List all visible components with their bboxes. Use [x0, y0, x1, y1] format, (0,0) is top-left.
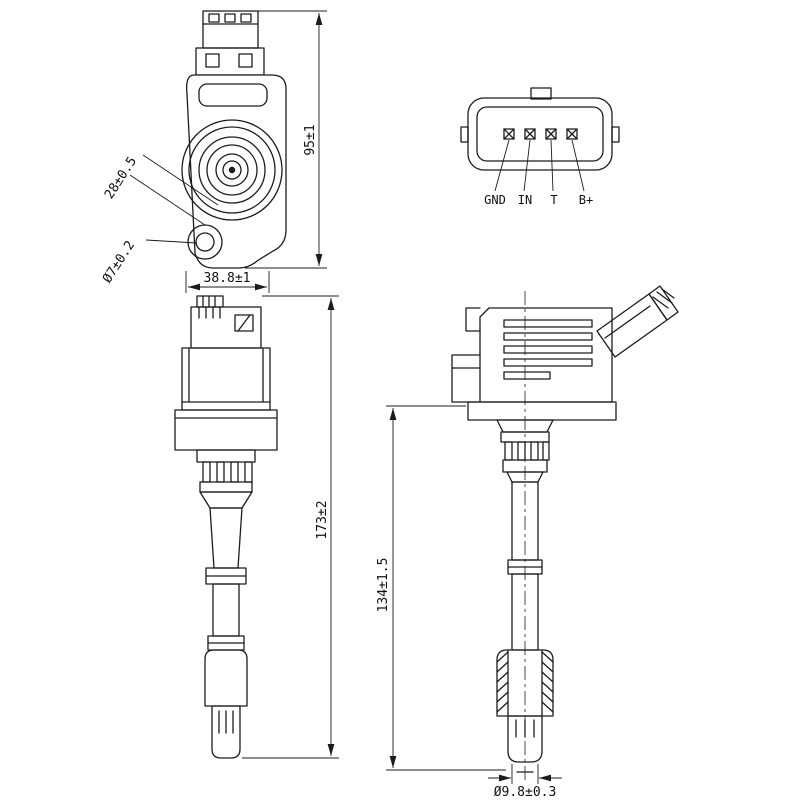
connector-side-latch-right — [611, 126, 620, 143]
top-view-coil-tower-circles — [181, 119, 283, 221]
dim-label-9-8: Ø9.8±0.3 — [494, 785, 557, 800]
front-boot — [204, 649, 248, 759]
front-connector — [190, 295, 262, 349]
side-flange — [467, 401, 617, 433]
side-connector-angled — [596, 285, 679, 358]
side-view: 134±1.5 Ø9.8±0.3 — [376, 285, 679, 800]
pin-bplus — [566, 128, 578, 140]
side-spring-section — [500, 431, 550, 483]
top-view: 95±1 38.8±1 28±0.5 Ø7±0.2 — [100, 10, 327, 293]
dim-label-134: 134±1.5 — [376, 558, 391, 613]
connector-shell-outer — [467, 97, 613, 171]
side-boot — [496, 649, 554, 773]
connector-shell-inner — [476, 106, 604, 162]
dimension-height-95: 95±1 — [245, 10, 327, 269]
top-view-connector — [195, 10, 265, 76]
pin-in — [524, 128, 536, 140]
pin-label-in: IN — [518, 193, 532, 207]
pin-label-gnd: GND — [484, 193, 506, 207]
dimension-tip-diameter: Ø9.8±0.3 — [488, 764, 562, 800]
dim-label-95: 95±1 — [303, 124, 318, 155]
dimension-height-173: 173±2 — [242, 295, 339, 759]
front-shaft — [205, 507, 247, 651]
front-flange — [174, 409, 278, 451]
dimension-height-134: 134±1.5 — [376, 405, 506, 771]
dim-label-173: 173±2 — [315, 500, 330, 539]
connector-side-latch-left — [460, 126, 469, 143]
dim-label-38-8: 38.8±1 — [204, 271, 251, 286]
top-view-mount-hole — [195, 232, 215, 252]
top-view-body — [186, 74, 287, 269]
pin-t — [545, 128, 557, 140]
front-view: 173±2 — [174, 295, 339, 759]
top-view-slot — [198, 83, 268, 107]
dim-label-7: Ø7±0.2 — [100, 238, 138, 286]
dimension-hole-7: Ø7±0.2 — [100, 238, 198, 286]
pin-label-bplus: B+ — [579, 193, 593, 207]
side-mount-bracket — [451, 307, 481, 403]
connector-pinout-view: GND IN T B+ — [460, 87, 620, 207]
connector-key-tab — [530, 87, 552, 100]
front-spring-section — [196, 449, 256, 509]
dimension-width-38-8: 38.8±1 — [185, 271, 270, 293]
pin-gnd — [503, 128, 515, 140]
side-body — [479, 307, 613, 403]
pin-label-t: T — [550, 193, 557, 207]
front-body — [181, 347, 271, 411]
pin-leader-lines — [494, 139, 585, 192]
